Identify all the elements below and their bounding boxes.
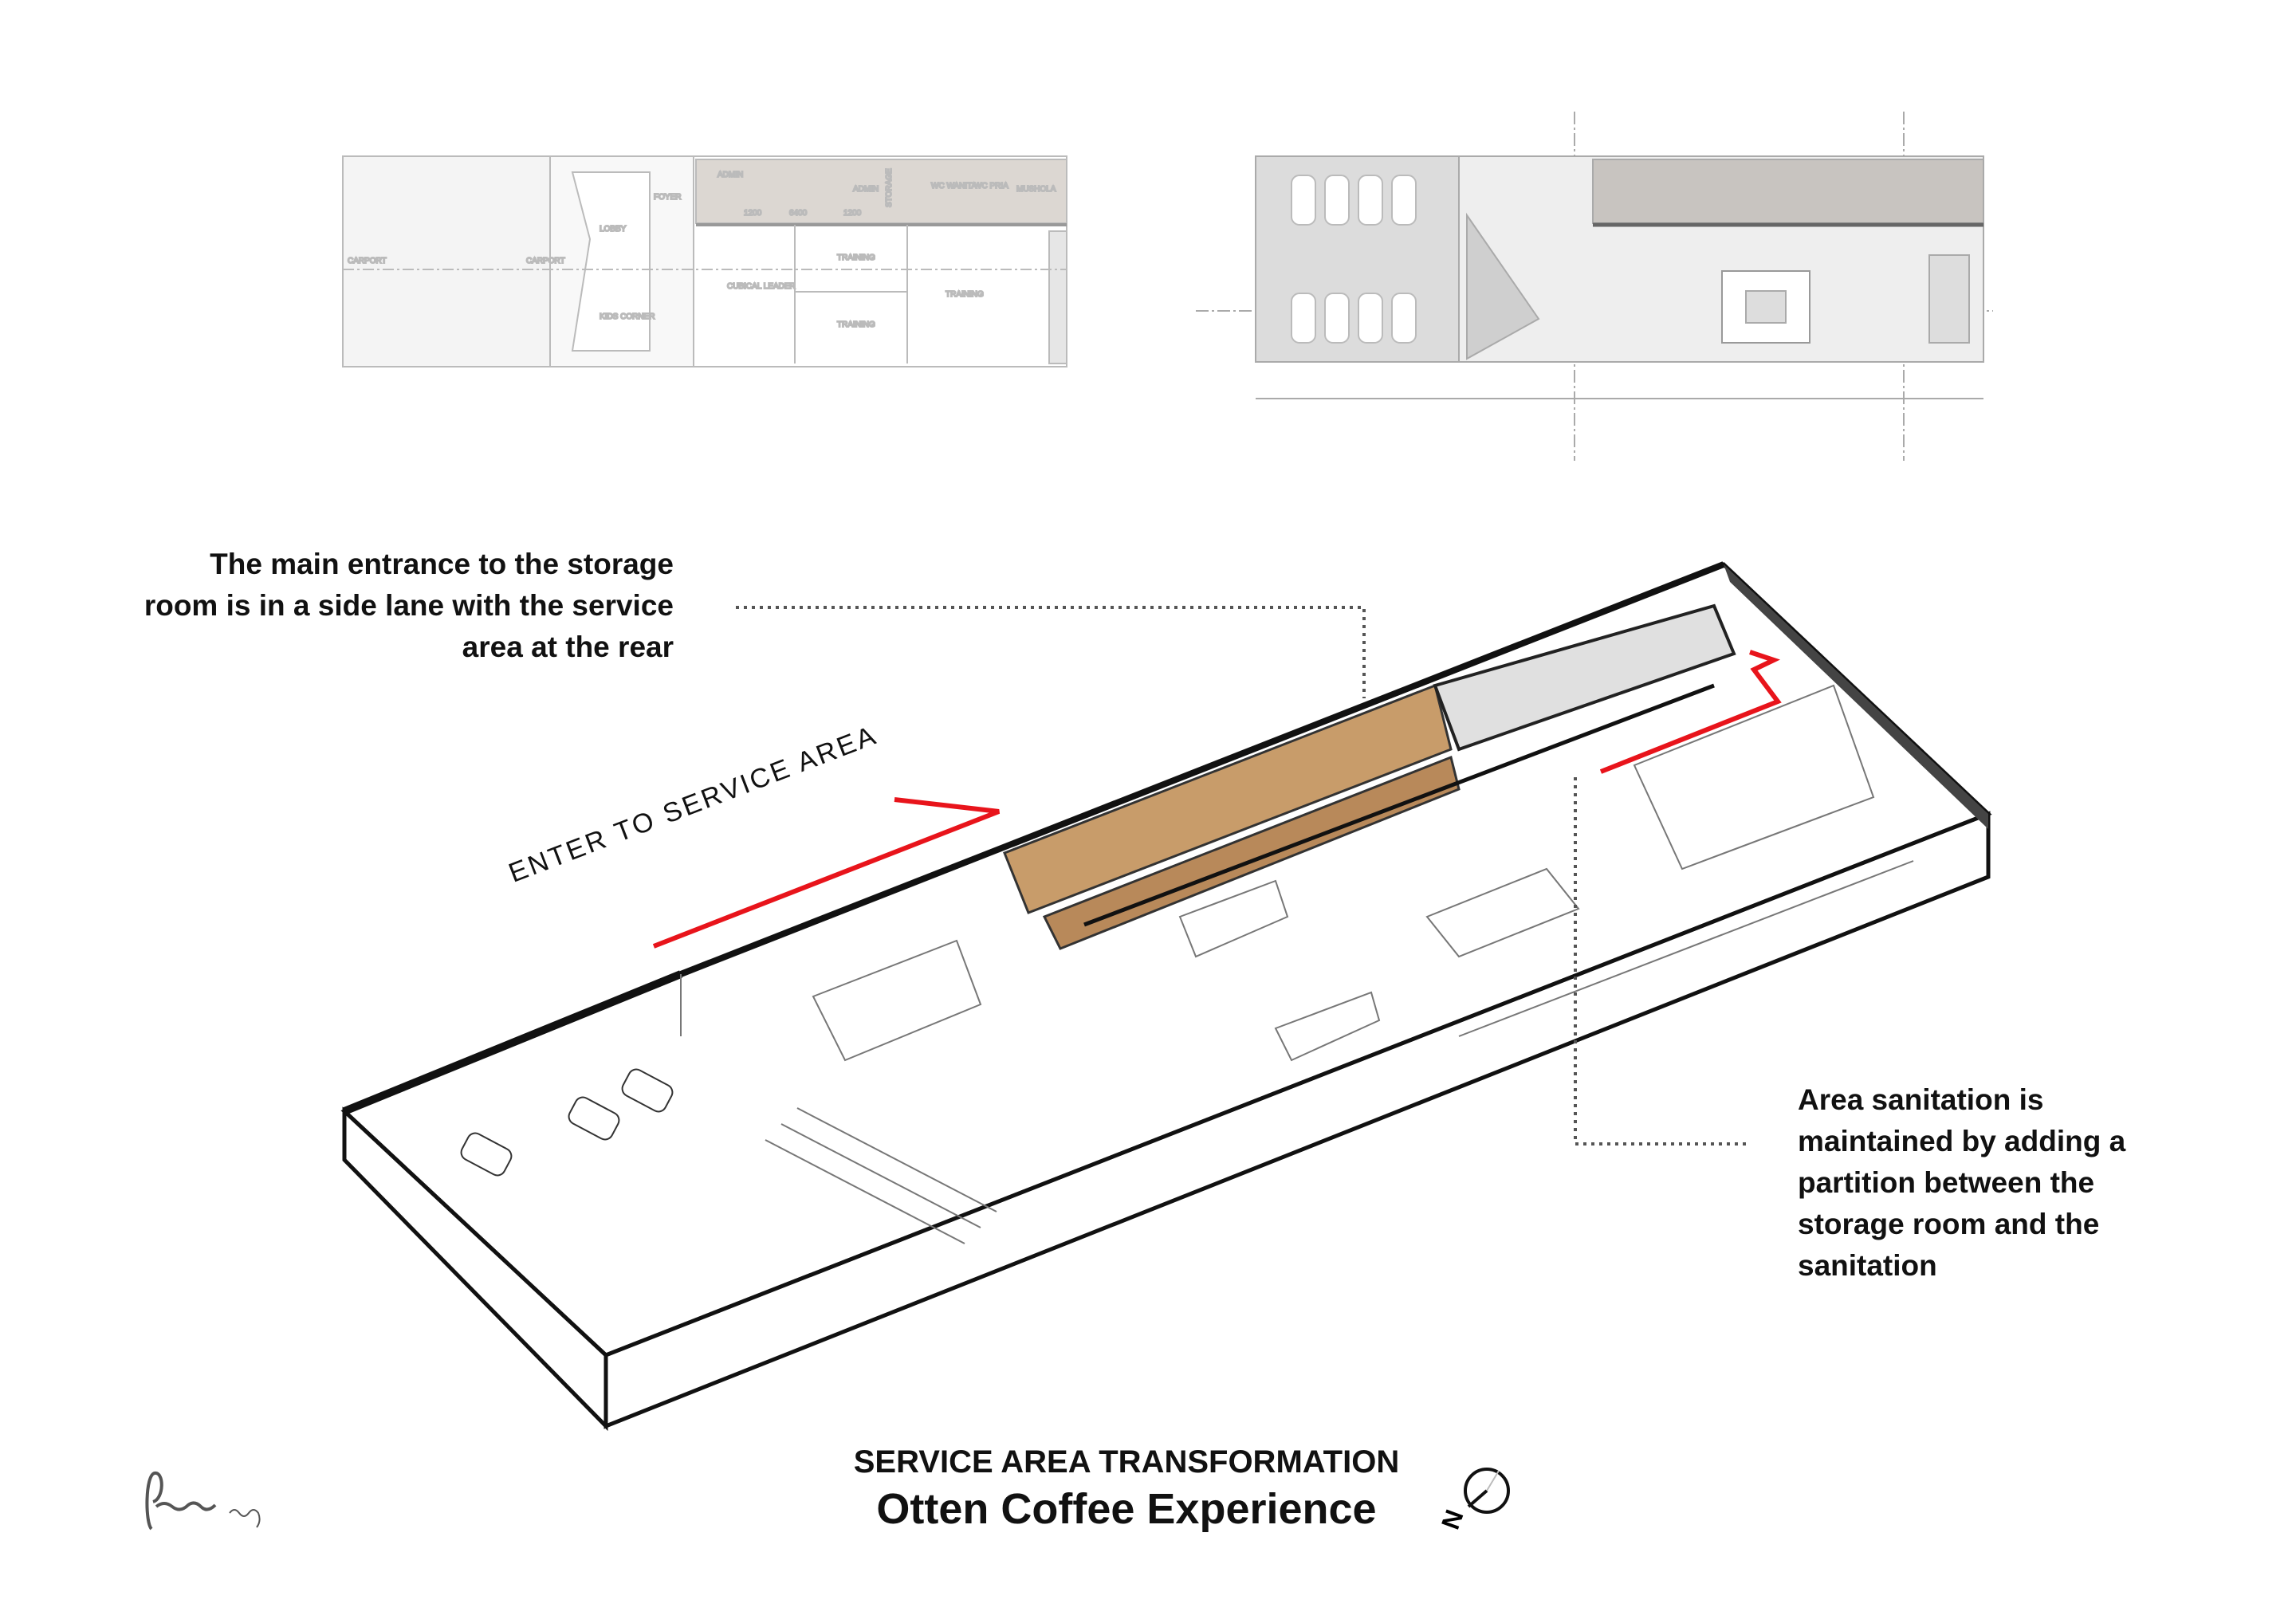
drawing-subtitle: SERVICE AREA TRANSFORMATION [853,1444,1400,1480]
note-line: maintained by adding a [1798,1125,2126,1157]
plan-label: CUBICAL LEADER [727,282,796,291]
note-line: room is in a side lane with the service [144,589,674,622]
note-line: storage room and the [1798,1208,2100,1240]
plan-label: WC WANITA [931,182,977,191]
leader-line-left [736,606,1366,698]
plan-dim: 6400 [789,209,808,218]
note-line: partition between the [1798,1166,2095,1199]
isometric-building [340,561,1992,1432]
plan-label: CARPORT [348,257,387,265]
entry-arrow [652,797,1001,949]
note-line: The main entrance to the storage [210,548,674,580]
plan-dim: 1200 [744,209,762,218]
plan-label: ADMIN [853,185,879,194]
note-line: Area sanitation is [1798,1083,2044,1116]
leader-line-right [1574,772,1746,1146]
drawing-title: Otten Coffee Experience [876,1485,1377,1533]
floor-plan-before: CARPORT CARPORT LOBBY FOYER KIDS CORNER … [342,155,1067,367]
annotation-sanitation: Area sanitation is maintained by adding … [1798,1079,2244,1287]
plan-label: CARPORT [526,257,565,265]
plan-label: MUSHOLA [1016,185,1056,194]
plan-label: ADMIN [718,171,743,179]
note-line: area at the rear [462,631,674,663]
plan-label: TRAINING [837,253,875,262]
plan-label: LOBBY [600,225,627,234]
service-path-arrow [1599,650,1782,774]
plan-label: FOYER [654,193,681,202]
plan-label: WC PRIA [974,182,1008,191]
plan-label: KIDS CORNER [600,312,655,321]
plan-dim: 1200 [843,209,862,218]
annotation-storage-entrance: The main entrance to the storage room is… [36,544,674,668]
floor-plan-after [1196,112,1993,461]
studio-logo [145,1472,261,1531]
note-line: sanitation [1798,1249,1937,1282]
plan-label: STORAGE [885,168,894,207]
plan-label: TRAINING [946,290,984,299]
plan-label: TRAINING [837,320,875,329]
